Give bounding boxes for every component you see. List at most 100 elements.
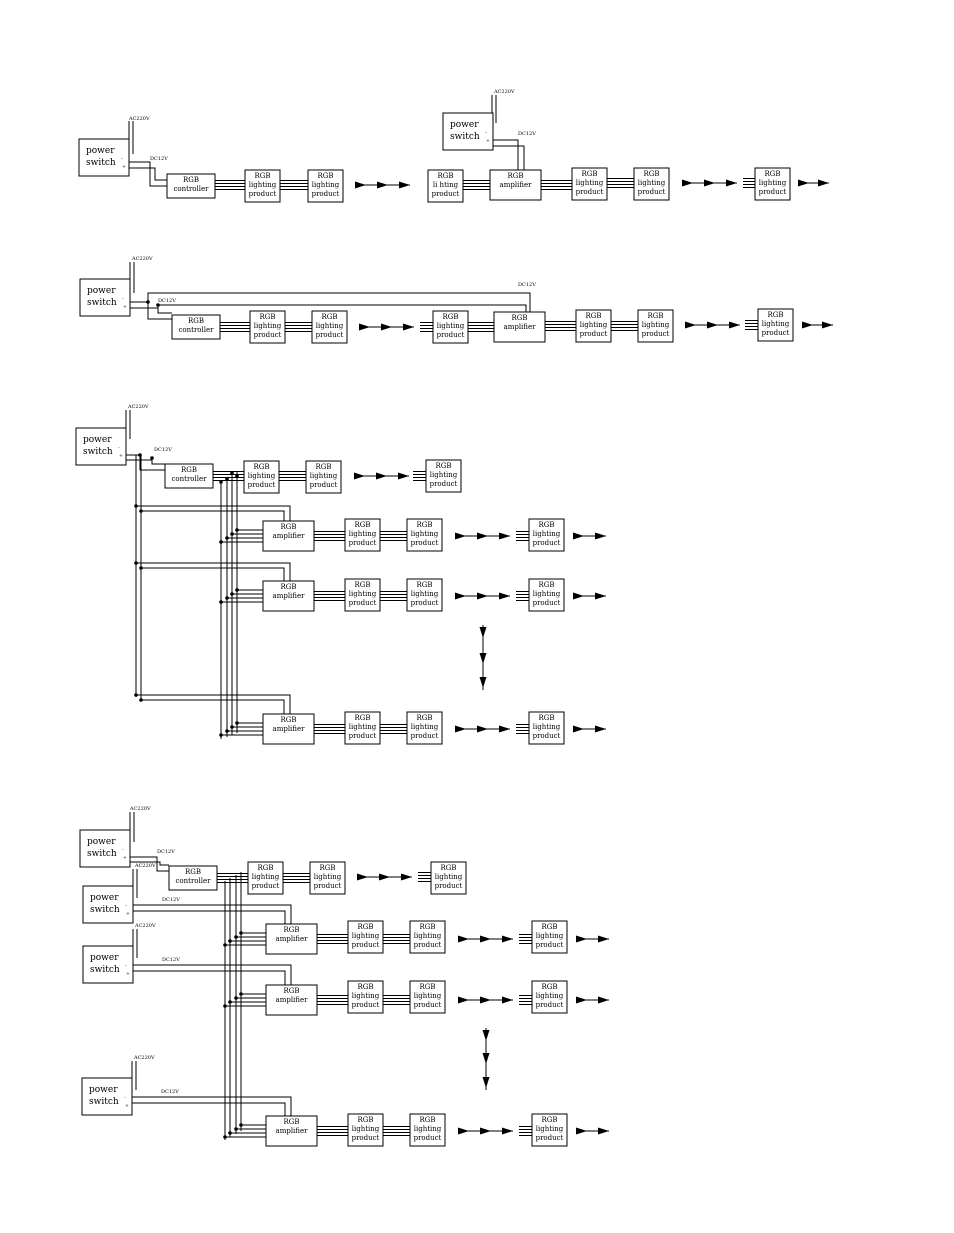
signal-trunk (224, 872, 242, 1140)
power-switch-label-bottom: switch (450, 132, 480, 142)
dc-trunk (135, 455, 142, 700)
terminal-plus: + (119, 453, 123, 459)
junction-dot (239, 992, 243, 996)
rgb-lighting-product-line2: lighting (349, 723, 377, 731)
rgb-controller-box (168, 865, 218, 891)
rgb-lighting-product-line2: lighting (533, 590, 561, 598)
rgb-lighting-product-box (244, 169, 281, 203)
arrow-right (480, 935, 491, 943)
rgb-lighting-product-box (425, 459, 462, 493)
arrow-right (502, 935, 513, 943)
rgb-lighting-product-line1: RGB (647, 312, 663, 320)
rgb-lighting-product-box (528, 711, 565, 745)
rgb-lighting-product-box (432, 310, 469, 344)
arrow-right (401, 873, 412, 881)
rgb-lighting-product-line1: RGB (541, 1116, 557, 1124)
rgb-lighting-product-line2: lighting (414, 992, 442, 1000)
rgb-lighting-product-line1: RGB (354, 521, 370, 529)
rgb-amplifier-box (265, 923, 318, 955)
rgb-lighting-product-line1: RGB (440, 864, 456, 872)
rgb-lighting-product-line3: product (411, 539, 439, 547)
rgb-lighting-product-line3: product (430, 480, 458, 488)
rgb-controller-line2: controller (176, 877, 212, 885)
ac220v-label: AC220V (129, 806, 151, 812)
arrow-right (822, 321, 833, 329)
rgb-amplifier-line2: amplifier (273, 532, 306, 540)
wire (133, 904, 292, 924)
rgb-lighting-product-box (347, 920, 384, 954)
rgb-lighting-product-line3: product (533, 599, 561, 607)
rgb-lighting-product-box (344, 578, 381, 612)
rgb-lighting-product-box (409, 980, 446, 1014)
arrow-right (573, 592, 584, 600)
dc12v-label: DC12V (162, 897, 180, 903)
rgb-lighting-product-line2: lighting (349, 590, 377, 598)
junction-dot (230, 471, 234, 475)
junction-dot (235, 588, 239, 592)
rgb-amplifier-line1: RGB (280, 716, 296, 724)
terminal-minus: - (118, 445, 120, 451)
ac-input-wire (128, 121, 134, 154)
arrow-right (729, 321, 740, 329)
rgb-amplifier-line1: RGB (511, 314, 527, 322)
rgb-lighting-product-line1: RGB (419, 923, 435, 931)
rgb-lighting-product-line3: product (642, 330, 670, 338)
rgb-controller-line1: RGB (181, 466, 197, 474)
rgb-lighting-product-line2: lighting (411, 723, 439, 731)
junction-dot (150, 456, 154, 460)
rgb-lighting-product-line1: RGB (357, 923, 373, 931)
arrow-right (576, 1127, 587, 1135)
terminal-plus: + (486, 138, 490, 144)
power-switch-label-bottom: switch (90, 905, 120, 915)
rgb-lighting-product-box (311, 310, 348, 344)
arrow-down (479, 627, 487, 638)
rgb-lighting-product-line1: RGB (541, 983, 557, 991)
rgb-lighting-product-line1: RGB (538, 714, 554, 722)
arrow-right (573, 725, 584, 733)
junction-dot (225, 536, 229, 540)
terminal-minus: - (125, 963, 127, 969)
arrow-right (477, 532, 488, 540)
wire (132, 1096, 292, 1116)
rgb-lighting-product-box (344, 711, 381, 745)
rgb-lighting-product-line1: RGB (254, 172, 270, 180)
rgb-lighting-product-box (575, 309, 612, 343)
rgb-controller-box (164, 463, 214, 489)
rgb-controller-line1: RGB (188, 317, 204, 325)
power-switch-label-bottom: switch (89, 1097, 119, 1107)
arrow-down (479, 653, 487, 664)
junction-dot (219, 480, 223, 484)
junction-dot (225, 596, 229, 600)
rgb-lighting-product-line1: RGB (416, 581, 432, 589)
rgb-amplifier-line2: amplifier (500, 181, 533, 189)
terminal-minus: - (122, 847, 124, 853)
arrow-right (818, 179, 829, 187)
rgb-amplifier-line1: RGB (283, 987, 299, 995)
rgb-lighting-product-line2: lighting (352, 1125, 380, 1133)
dc12v-label: DC12V (518, 282, 536, 288)
arrow-right (802, 321, 813, 329)
rgb-lighting-product-line1: RGB (581, 170, 597, 178)
arrow-right (480, 1127, 491, 1135)
rgb-lighting-product-box (309, 861, 346, 895)
dc12v-label: DC12V (161, 1089, 179, 1095)
arrow-right (381, 323, 392, 331)
power-switch-box (81, 1077, 133, 1116)
rgb-lighting-product-box (531, 1113, 568, 1147)
arrow-right (455, 532, 466, 540)
rgb-lighting-product-box (409, 920, 446, 954)
